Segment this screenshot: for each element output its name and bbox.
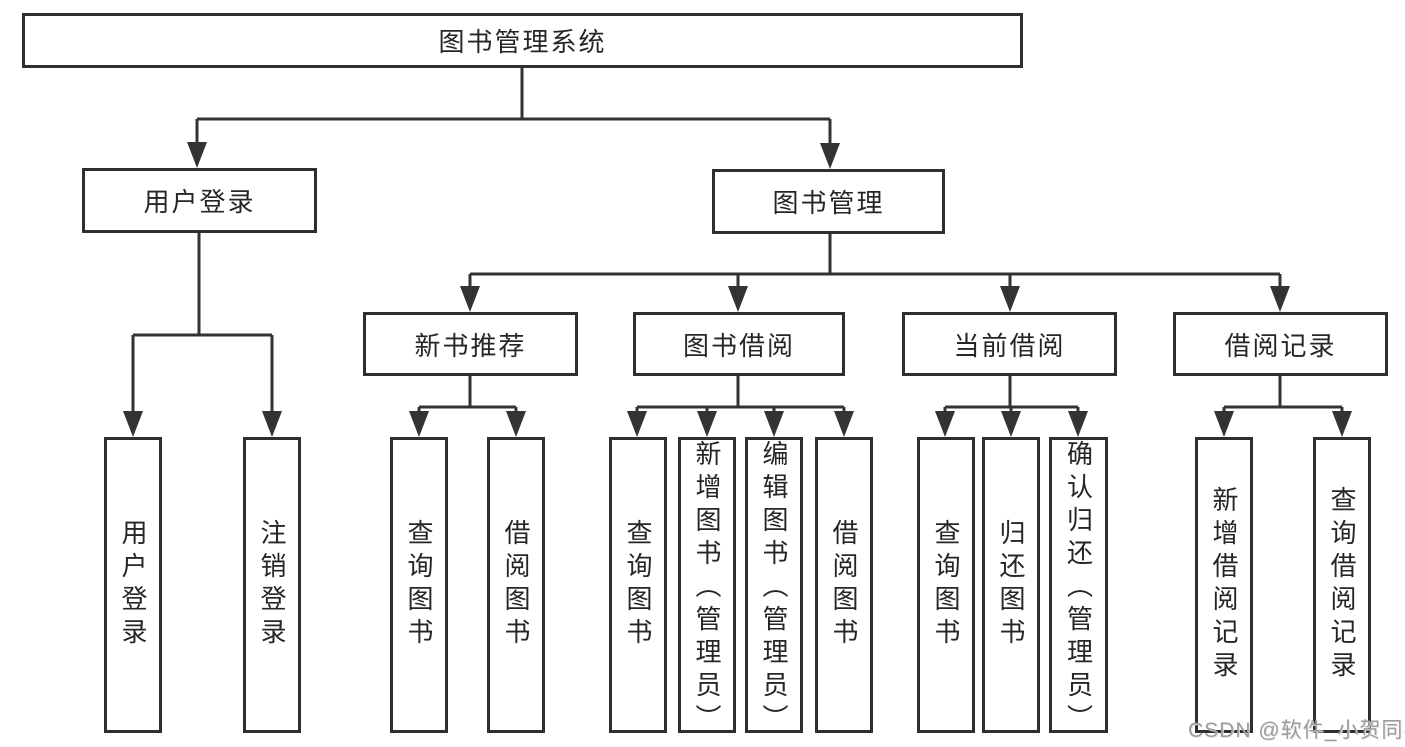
arrowhead-icon — [123, 411, 143, 437]
leaf-query-books-recommend: 查询图书 — [390, 437, 448, 733]
node-new-book-recommend: 新书推荐 — [363, 312, 578, 376]
arrowhead-icon — [935, 411, 955, 437]
arrowhead-icon — [627, 411, 647, 437]
arrowhead-icon — [728, 286, 748, 312]
node-library-system: 图书管理系统 — [22, 13, 1023, 68]
arrowhead-icon — [506, 411, 526, 437]
arrowhead-icon — [1000, 286, 1020, 312]
arrowhead-icon — [1270, 286, 1290, 312]
node-current-borrow: 当前借阅 — [902, 312, 1117, 376]
arrowheads — [123, 142, 1352, 437]
leaf-query-borrow-record: 查询借阅记录 — [1313, 437, 1371, 733]
node-user-login: 用户登录 — [82, 168, 317, 233]
arrowhead-icon — [834, 411, 854, 437]
arrowhead-icon — [460, 286, 480, 312]
node-book-borrow: 图书借阅 — [633, 312, 845, 376]
arrowhead-icon — [1001, 411, 1021, 437]
leaf-add-borrow-record: 新增借阅记录 — [1195, 437, 1253, 733]
node-book-management: 图书管理 — [712, 169, 945, 234]
leaf-add-books-admin: 新增图书（管理员） — [678, 437, 736, 733]
watermark: CSDN @软件_小贺同学 — [1188, 719, 1405, 742]
leaf-query-books-current: 查询图书 — [917, 437, 975, 733]
leaf-borrow-books-recommend: 借阅图书 — [487, 437, 545, 733]
leaf-logout: 注销登录 — [243, 437, 301, 733]
arrowhead-icon — [697, 411, 717, 437]
arrowhead-icon — [1068, 411, 1088, 437]
leaf-return-books: 归还图书 — [982, 437, 1040, 733]
arrowhead-icon — [1332, 411, 1352, 437]
leaf-edit-books-admin: 编辑图书（管理员） — [745, 437, 803, 733]
arrowhead-icon — [262, 411, 282, 437]
arrowhead-icon — [820, 143, 840, 169]
leaf-borrow-books: 借阅图书 — [815, 437, 873, 733]
leaf-confirm-return-admin: 确认归还（管理员） — [1049, 437, 1108, 733]
arrowhead-icon — [1214, 411, 1234, 437]
leaf-query-books-borrow: 查询图书 — [609, 437, 667, 733]
node-borrow-records: 借阅记录 — [1173, 312, 1388, 376]
arrowhead-icon — [187, 142, 207, 168]
leaf-user-login: 用户登录 — [104, 437, 162, 733]
arrowhead-icon — [409, 411, 429, 437]
arrowhead-icon — [764, 411, 784, 437]
